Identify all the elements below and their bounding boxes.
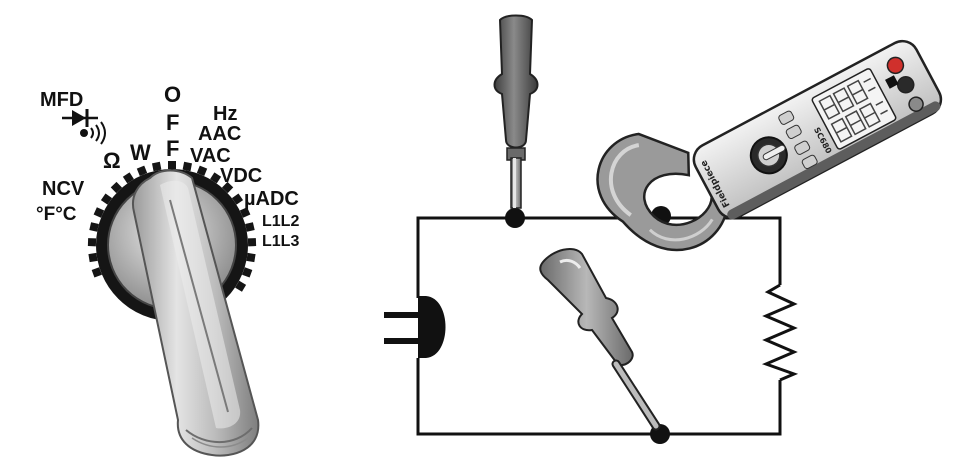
clamp-meter: Fieldpiece SC680: [582, 39, 943, 275]
dial-knob[interactable]: [132, 169, 260, 457]
dial-tooth: [231, 193, 244, 205]
dial-tooth: [88, 252, 98, 263]
dial-tooth: [245, 222, 255, 232]
jack-red[interactable]: [885, 55, 907, 77]
resistor-icon: [761, 283, 799, 382]
dial-label-hz: Hz: [213, 103, 237, 125]
dial-tooth: [100, 193, 113, 205]
dial-label-vdc: VDC: [220, 165, 262, 187]
dial-label-mfd: MFD: [40, 89, 83, 111]
dial-tooth: [152, 161, 162, 172]
dial-tooth: [93, 207, 105, 218]
dial-label-aac: AAC: [198, 123, 241, 145]
meter-dial[interactable]: [744, 131, 793, 180]
display-digits: [818, 77, 888, 143]
test-probe-vertical[interactable]: [493, 14, 539, 209]
meter-button[interactable]: [778, 110, 795, 125]
plug-icon: [384, 296, 446, 358]
jack-gray[interactable]: [907, 95, 926, 114]
jack-black[interactable]: [895, 74, 917, 96]
dial-label-off-f1: F: [166, 110, 179, 135]
dial-label-uadc: µADC: [244, 188, 299, 210]
dial-label-watt: W: [130, 140, 151, 165]
dial-tooth: [221, 181, 234, 194]
dial-label-off-o: O: [164, 82, 181, 107]
meter-buttons: [778, 110, 818, 170]
dial-tooth: [91, 267, 102, 278]
dial-tooth: [89, 222, 99, 232]
dial-tooth: [246, 252, 256, 263]
dial-tooth: [242, 267, 253, 278]
dial-tooth: [235, 280, 247, 292]
dial-label-ohm: Ω: [103, 148, 121, 173]
circuit: [384, 206, 799, 444]
dial-tooth: [87, 238, 97, 247]
diode-icon: [62, 109, 98, 127]
meter-button[interactable]: [785, 124, 802, 140]
dial-label-l1l3: L1L3: [262, 233, 299, 250]
meter-button[interactable]: [794, 140, 811, 155]
meter-display: [811, 68, 897, 150]
dial-label-ncv: NCV: [42, 178, 85, 200]
dial-label-temp: °F°C: [36, 204, 77, 225]
dial-tooth: [136, 165, 148, 177]
dial-tooth: [122, 172, 134, 184]
dial-label-off-f2: F: [166, 136, 179, 161]
meter-jacks: [885, 55, 926, 114]
dial-tooth: [196, 165, 208, 177]
dial-tooth: [182, 161, 192, 172]
clamp-jaws[interactable]: [582, 110, 738, 275]
dial-teeth: [87, 161, 257, 292]
test-probe-diagonal[interactable]: [539, 247, 661, 431]
dial-tooth: [210, 172, 222, 184]
continuity-icon: [80, 121, 106, 145]
meter-button[interactable]: [801, 154, 818, 170]
dial-label-vac: VAC: [190, 145, 231, 167]
dial-tooth: [247, 238, 257, 247]
dial-label-l1l2: L1L2: [262, 213, 299, 230]
rotary-dial: MFD Ω W O F F NCV °F°C Hz AAC VAC VDC µA…: [36, 82, 299, 457]
dial-tooth: [239, 207, 251, 218]
junction-node: [505, 208, 525, 228]
dial-tooth: [168, 161, 176, 169]
dial-tooth: [110, 181, 123, 194]
